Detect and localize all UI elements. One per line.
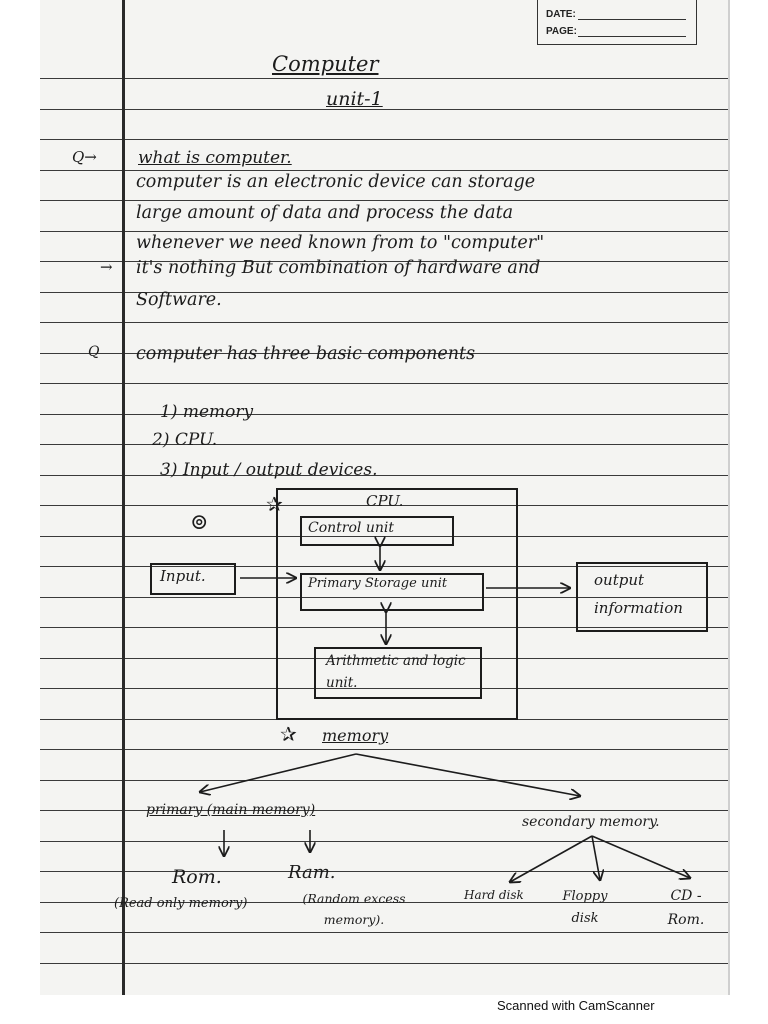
star-icon: ✰ [266,492,283,516]
ruled-line [40,596,728,598]
scanner-footer: Scanned with CamScanner [0,996,768,1024]
alu-label: Arithmetic and logic unit. [326,653,466,691]
definition-line-3: whenever we need known from to "computer… [136,233,545,253]
diagram-connectors [40,0,728,995]
primary-storage-box [300,573,484,611]
component-item-3: 3) Input / output devices. [160,460,378,480]
doodle-icon: ⊚ [190,510,209,535]
rom-label: Rom. [172,866,222,888]
ruled-line [40,413,728,415]
ruled-line [40,779,728,781]
page-line [578,36,686,37]
ruled-line [40,840,728,842]
ruled-line [40,871,728,872]
primary-storage-label: Primary Storage unit [308,576,448,591]
ruled-line [40,657,728,659]
definition-line-4: it's nothing But combination of hardware… [136,258,541,278]
primary-memory-label: primary (main memory) [146,802,316,818]
ruled-line [40,261,728,262]
control-unit-label: Control unit [308,520,394,536]
ruled-line [40,688,728,689]
margin-line [122,0,125,995]
ruled-line [40,901,728,903]
cd-rom-label: CD - Rom. [667,888,705,928]
ruled-line [40,505,728,506]
ruled-line [40,200,728,201]
secondary-memory-label: secondary memory. [522,814,660,830]
components-intro: computer has three basic components [136,344,476,364]
alu-box [314,647,482,699]
ruled-line [40,291,728,293]
ruled-line [40,169,728,171]
star-icon: ✰ [280,722,297,746]
ruled-line [40,78,728,79]
page-title: Computer [272,52,379,76]
cpu-label: CPU. [366,492,404,510]
input-box [150,563,236,595]
ruled-line [40,383,728,384]
definition-line-1: computer is an electronic device can sto… [136,172,536,192]
ruled-line [40,352,728,354]
ruled-line [40,474,728,476]
ram-label: Ram. [288,862,336,883]
memory-title: memory [322,726,389,745]
output-box [576,562,708,632]
definition-line-5: Software. [136,290,222,310]
scanner-watermark: Scanned with CamScanner [497,998,655,1013]
notebook-page: DATE: PAGE: Computer unit-1 Q→ what is c… [40,0,730,995]
components-marker: Q [88,344,100,360]
page-label: PAGE: [546,26,577,37]
ruled-line [40,108,728,110]
cpu-box [276,488,518,720]
rom-full-label: (Read only memory) [114,896,248,911]
date-line [578,19,686,20]
arrow-marker: → [100,258,113,276]
ruled-line [40,322,728,323]
date-label: DATE: [546,9,576,20]
floppy-disk-label: Floppy disk [562,889,608,926]
component-item-1: 1) memory [160,402,254,422]
ruled-line [40,749,728,750]
component-item-2: 2) CPU. [152,430,218,450]
ruled-line [40,810,728,811]
ruled-line [40,962,728,964]
question-marker: Q→ [72,148,97,166]
date-page-box: DATE: PAGE: [537,0,697,45]
question-heading: what is computer. [138,148,292,168]
ruled-line [40,444,728,445]
input-label: Input. [160,567,206,585]
ram-full-label: (Random excess memory). [302,891,406,927]
output-label: output information [594,571,683,617]
definition-line-2: large amount of data and process the dat… [136,203,514,223]
ruled-line [40,230,728,232]
unit-title: unit-1 [326,88,383,110]
ruled-line [40,932,728,933]
hard-disk-label: Hard disk [464,888,524,902]
ruled-line [40,139,728,140]
